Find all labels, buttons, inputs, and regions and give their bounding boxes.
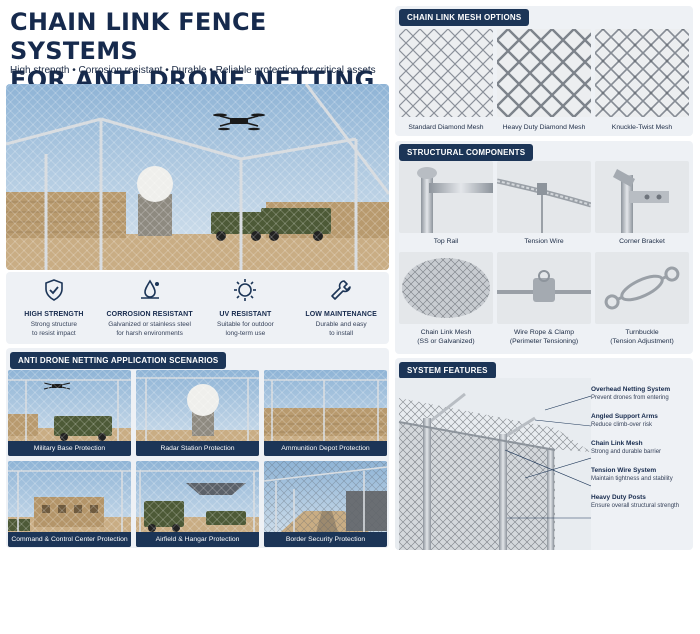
system-feature-desc: Reduce climb-over risk xyxy=(591,422,653,428)
wire-rope-clamp-image xyxy=(497,252,591,324)
fence-system-illustration xyxy=(395,378,591,550)
page-title: CHAIN LINK FENCE SYSTEMS FOR ANTI DRONE … xyxy=(10,8,385,95)
uv-sun-icon xyxy=(234,279,257,301)
app-card-radar-station: Radar Station Protection xyxy=(136,370,259,456)
component-chain-link-mesh: Chain Link Mesh (SS or Galvanized) xyxy=(399,252,493,346)
top-rail-image xyxy=(399,161,493,233)
droplet-icon xyxy=(140,279,159,299)
app-caption: Ammunition Depot Protection xyxy=(264,441,387,456)
system-feature-desc: Prevent drones from entering xyxy=(591,395,669,401)
system-feature-title: Chain Link Mesh xyxy=(591,440,643,447)
system-feature-title: Heavy Duty Posts xyxy=(591,494,646,501)
component-caption: Chain Link Mesh xyxy=(420,329,472,336)
components-grid: Top Rail Tension Wire xyxy=(399,161,689,346)
feature-desc-line1: Suitable for outdoor xyxy=(217,321,274,328)
mesh-caption: Knuckle-Twist Mesh xyxy=(611,124,673,131)
mesh-caption: Standard Diamond Mesh xyxy=(408,124,484,131)
feature-title: CORROSION RESISTANT xyxy=(106,311,193,318)
tension-wire-image xyxy=(497,161,591,233)
standard-diamond-mesh-image xyxy=(399,29,493,117)
feature-desc-line1: Durable and easy xyxy=(315,321,367,328)
section-heading: STRUCTURAL COMPONENTS xyxy=(399,144,534,161)
application-grid: Military Base Protection Radar Station P… xyxy=(8,370,387,547)
app-caption: Radar Station Protection xyxy=(136,441,259,456)
feature-low-maintenance: LOW MAINTENANCE Durable and easy to inst… xyxy=(293,272,389,344)
app-card-border-security: Border Security Protection xyxy=(264,461,387,547)
feature-desc-line2: for harsh environments xyxy=(116,330,183,337)
feature-desc-line2: long-term use xyxy=(225,330,266,337)
component-turnbuckle: Turnbuckle (Tension Adjustment) xyxy=(595,252,689,346)
corner-bracket-image xyxy=(595,161,689,233)
feature-title: LOW MAINTENANCE xyxy=(305,311,377,318)
component-subcaption: (SS or Galvanized) xyxy=(417,338,475,345)
knuckle-twist-mesh-image xyxy=(595,29,689,117)
mesh-caption: Heavy Duty Diamond Mesh xyxy=(502,124,586,131)
tagline: High strength • Corrosion resistant • Du… xyxy=(10,65,376,76)
system-feature-item: Angled Support Arms Reduce climb-over ri… xyxy=(591,413,691,428)
application-scenarios: ANTI DRONE NETTING APPLICATION SCENARIOS… xyxy=(6,348,389,548)
system-feature-desc: Ensure overall structural strength xyxy=(591,503,680,509)
component-caption: Turnbuckle xyxy=(625,329,659,336)
heavy-duty-diamond-mesh-image xyxy=(497,29,591,117)
component-caption: Tension Wire xyxy=(524,238,564,245)
component-tension-wire: Tension Wire xyxy=(497,161,591,246)
app-card-command-center: Command & Control Center Protection xyxy=(8,461,131,547)
feature-title: UV RESISTANT xyxy=(219,311,272,318)
app-caption: Airfield & Hangar Protection xyxy=(136,532,259,547)
feature-high-strength: HIGH STRENGTH Strong structure to resist… xyxy=(6,272,102,344)
component-caption: Wire Rope & Clamp xyxy=(513,329,575,336)
mesh-option-standard: Standard Diamond Mesh xyxy=(399,29,493,131)
feature-desc-line1: Strong structure xyxy=(30,321,77,328)
feature-desc-line2: to resist impact xyxy=(32,330,76,337)
feature-uv-resistant: UV RESISTANT Suitable for outdoor long-t… xyxy=(198,272,294,344)
section-heading: CHAIN LINK MESH OPTIONS xyxy=(399,9,530,26)
mesh-option-heavy-duty: Heavy Duty Diamond Mesh xyxy=(497,29,591,131)
wrench-icon xyxy=(331,280,351,300)
system-feature-desc: Maintain tightness and stability xyxy=(591,476,673,482)
system-feature-title: Overhead Netting System xyxy=(591,386,671,393)
system-feature-title: Angled Support Arms xyxy=(591,413,658,420)
app-card-ammunition-depot: Ammunition Depot Protection xyxy=(264,370,387,456)
app-card-military-base: Military Base Protection xyxy=(8,370,131,456)
title-line-1: CHAIN LINK FENCE SYSTEMS xyxy=(10,8,267,65)
feature-desc-line1: Galvanized or stainless steel xyxy=(108,321,191,328)
mesh-options-panel: CHAIN LINK MESH OPTIONS Standard Diamond… xyxy=(395,6,693,136)
system-features-panel: SYSTEM FEATURES Overhead xyxy=(395,358,693,550)
system-feature-list: Overhead Netting System Prevent drones f… xyxy=(591,386,691,521)
component-top-rail: Top Rail xyxy=(399,161,493,246)
turnbuckle-image xyxy=(595,252,689,324)
feature-title: HIGH STRENGTH xyxy=(24,311,84,318)
structural-components-panel: STRUCTURAL COMPONENTS Top Rail xyxy=(395,141,693,354)
shield-check-icon xyxy=(45,279,63,301)
system-feature-title: Tension Wire System xyxy=(591,467,657,474)
system-feature-item: Chain Link Mesh Strong and durable barri… xyxy=(591,440,691,455)
feature-desc-line2: to install xyxy=(329,330,354,337)
app-caption: Military Base Protection xyxy=(8,441,131,456)
mesh-options-row: Standard Diamond Mesh Heavy Duty Diamond… xyxy=(399,29,689,131)
component-caption: Corner Bracket xyxy=(619,238,665,245)
component-caption: Top Rail xyxy=(433,238,459,245)
component-wire-rope-clamp: Wire Rope & Clamp (Perimeter Tensioning) xyxy=(497,252,591,346)
component-subcaption: (Perimeter Tensioning) xyxy=(509,338,579,345)
system-feature-item: Heavy Duty Posts Ensure overall structur… xyxy=(591,494,691,509)
component-subcaption: (Tension Adjustment) xyxy=(610,338,674,345)
system-feature-desc: Strong and durable barrier xyxy=(591,449,662,455)
system-feature-item: Tension Wire System Maintain tightness a… xyxy=(591,467,691,482)
mesh-option-knuckle-twist: Knuckle-Twist Mesh xyxy=(595,29,689,131)
section-heading: SYSTEM FEATURES xyxy=(399,362,496,379)
component-corner-bracket: Corner Bracket xyxy=(595,161,689,246)
chain-link-mesh-roll-image xyxy=(399,252,493,324)
feature-corrosion-resistant: CORROSION RESISTANT Galvanized or stainl… xyxy=(102,272,198,344)
app-caption: Command & Control Center Protection xyxy=(8,532,131,547)
section-heading: ANTI DRONE NETTING APPLICATION SCENARIOS xyxy=(10,352,227,369)
feature-strip: HIGH STRENGTH Strong structure to resist… xyxy=(6,272,389,344)
hero-image xyxy=(6,84,389,270)
app-caption: Border Security Protection xyxy=(264,532,387,547)
app-card-airfield-hangar: Airfield & Hangar Protection xyxy=(136,461,259,547)
system-feature-item: Overhead Netting System Prevent drones f… xyxy=(591,386,691,401)
